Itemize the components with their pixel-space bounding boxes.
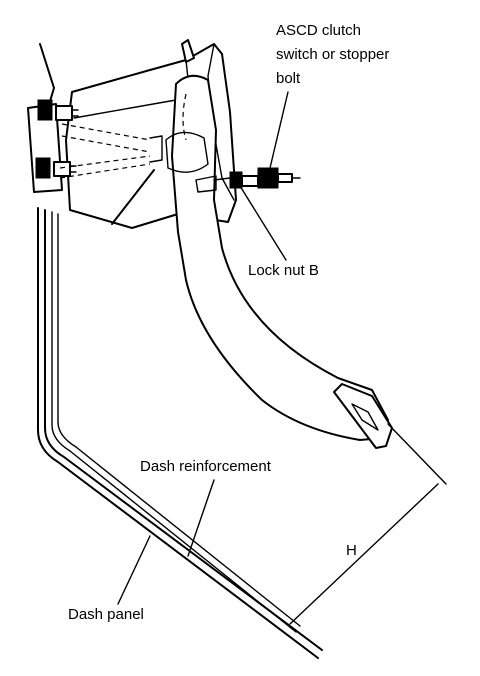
- label-ascd-line3: bolt: [276, 70, 301, 87]
- mounting-bolts: [27, 99, 79, 193]
- push-rod: [59, 123, 163, 179]
- bracket-diagonal: [111, 169, 155, 225]
- panel-upper-edge: [39, 43, 55, 109]
- ascd-switch: [213, 167, 301, 189]
- label-ascd-line2: switch or stopper: [276, 46, 390, 63]
- leader-dash-reinforcement: [187, 479, 215, 557]
- dimension-h: [289, 423, 447, 625]
- leader-lock-nut: [239, 185, 287, 261]
- leader-dash-panel: [117, 535, 151, 605]
- label-ascd-line1: ASCD clutch: [276, 22, 362, 39]
- label-dash-panel: Dash panel: [68, 606, 144, 623]
- label-dash-reinforcement: Dash reinforcement: [140, 458, 271, 475]
- pedal-arm: [165, 74, 389, 441]
- label-lock-nut: Lock nut B: [248, 262, 319, 279]
- label-dimension-h: H: [346, 542, 357, 559]
- dash-reinforcement: [51, 211, 301, 633]
- dash-panel: [37, 207, 323, 659]
- leader-ascd: [269, 91, 289, 169]
